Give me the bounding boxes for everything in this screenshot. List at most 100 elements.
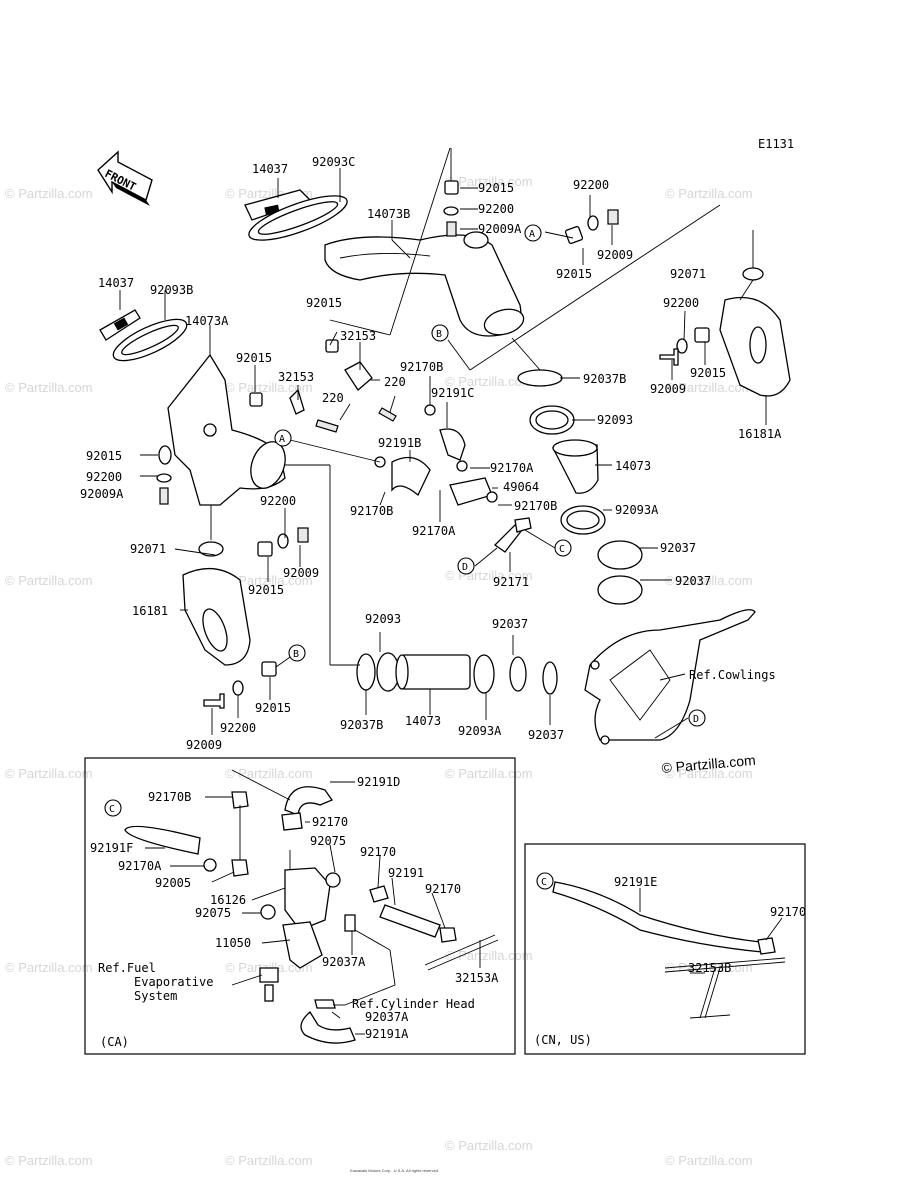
part-label: 220 xyxy=(322,391,344,405)
callout-b-marker: B xyxy=(288,644,306,662)
part-label: 92170B xyxy=(400,360,443,374)
callout-c-marker: C xyxy=(554,539,572,557)
callout-a: A xyxy=(529,229,535,240)
part-label: 92015 xyxy=(248,583,284,597)
part-label: 92093 xyxy=(365,612,401,626)
part-label: 92037 xyxy=(660,541,696,555)
part-label: 14073A xyxy=(185,314,229,328)
part-label: 14037 xyxy=(98,276,134,290)
boot-part-92093a-b xyxy=(473,654,495,694)
part-label: 92191 xyxy=(388,866,424,880)
part-label: 92037A xyxy=(365,1010,409,1024)
bolt-part xyxy=(444,180,459,195)
watermark-text: © Partzilla.com xyxy=(445,948,533,963)
part-label: 92093A xyxy=(458,724,502,738)
part-label: 92170A xyxy=(490,461,534,475)
part-labels: 14037 92093C 14073B 92015 92200 92009A 9… xyxy=(80,155,782,752)
callout-a: A xyxy=(279,434,285,445)
part-label: 92009A xyxy=(80,487,124,501)
hose-part-92191b xyxy=(391,456,431,497)
part-label: 92191E xyxy=(614,875,657,889)
watermark-text: © Partzilla.com xyxy=(445,766,533,781)
watermark-text: © Partzilla.com xyxy=(225,1153,313,1168)
callout-c: C xyxy=(541,877,547,888)
inset-us-label: (CN, US) xyxy=(534,1033,592,1047)
part-label: 92170B xyxy=(350,504,393,518)
clamp-part-92037-b xyxy=(597,575,643,605)
part-label: 92015 xyxy=(556,267,592,281)
part-label: 92037 xyxy=(528,728,564,742)
part-label: 92015 xyxy=(478,181,514,195)
part-label: 32153 xyxy=(278,370,314,384)
part-label: 92170 xyxy=(360,845,396,859)
watermark-text: © Partzilla.com xyxy=(5,766,93,781)
part-label: 92170 xyxy=(425,882,461,896)
watermark-text: © Partzilla.com xyxy=(665,186,753,201)
cowling-bracket-part xyxy=(584,609,756,741)
watermark-text: © Partzilla.com xyxy=(665,766,753,781)
watermark-text: © Partzilla.com xyxy=(665,960,753,975)
part-label: 92200 xyxy=(220,721,256,735)
watermark-text: © Partzilla.com xyxy=(665,380,753,395)
part-label: 92037 xyxy=(675,574,711,588)
watermark-text: © Partzilla.com xyxy=(665,1153,753,1168)
part-label: 16126 xyxy=(210,893,246,907)
part-label: 92093B xyxy=(150,283,193,297)
ref-cowlings: Ref.Cowlings xyxy=(689,668,776,682)
clamp-part-92037b-b xyxy=(356,653,376,691)
callout-d-marker: D xyxy=(457,557,475,575)
part-label: 14073 xyxy=(405,714,441,728)
part-label: 92200 xyxy=(86,470,122,484)
part-label: 92170 xyxy=(312,815,348,829)
part-label: 92009 xyxy=(650,382,686,396)
ref-fuel-line2: Evaporative xyxy=(134,975,213,989)
valve-part-49064 xyxy=(449,477,493,506)
callout-c: C xyxy=(559,544,565,555)
grommet-part xyxy=(742,267,764,281)
hose-part-92191c xyxy=(439,428,466,461)
ref-fuel-line1: Ref.Fuel xyxy=(98,961,156,975)
part-label: 92170A xyxy=(412,524,456,538)
inset-ca-label: (CA) xyxy=(100,1035,129,1049)
part-label: 92015 xyxy=(236,351,272,365)
watermark-text: © Partzilla.com xyxy=(5,960,93,975)
part-label: 92171 xyxy=(493,575,529,589)
part-label: 14037 xyxy=(252,162,288,176)
part-label: 16181A xyxy=(738,427,782,441)
part-label: 92015 xyxy=(86,449,122,463)
watermark-text: © Partzilla.com xyxy=(445,374,533,389)
inset-ca: (CA) xyxy=(84,757,516,1055)
hose-part-92191 xyxy=(379,904,441,938)
part-label: 92200 xyxy=(260,494,296,508)
watermark-text: © Partzilla.com xyxy=(5,186,93,201)
duct-part-14073 xyxy=(551,444,599,494)
watermark-text: © Partzilla.com xyxy=(5,380,93,395)
inset-us-frame xyxy=(524,843,806,1055)
part-label: 220 xyxy=(384,375,406,389)
duct-part-14073-b xyxy=(399,654,471,690)
callout-a-marker: A xyxy=(524,224,542,242)
part-label: 92170B xyxy=(148,790,191,804)
hose-part-92191d xyxy=(284,786,333,816)
part-label: 92037B xyxy=(340,718,383,732)
clamp-part-92037b xyxy=(517,369,563,387)
part-label: 92200 xyxy=(573,178,609,192)
part-label: 92191A xyxy=(365,1027,409,1041)
bracket-part-11050 xyxy=(282,921,323,969)
callout-b-marker: B xyxy=(431,324,449,342)
part-label: 92075 xyxy=(310,834,346,848)
part-label: 92009 xyxy=(283,566,319,580)
part-label: 32153B xyxy=(688,961,731,975)
callout-c: C xyxy=(109,804,115,815)
parts-graphics xyxy=(99,180,791,745)
callout-d-marker: D xyxy=(688,709,706,727)
callout-markers: A B A C D B D C C xyxy=(104,224,706,890)
part-label: 92015 xyxy=(690,366,726,380)
part-label: 92170 xyxy=(770,905,806,919)
part-label: 92093A xyxy=(615,503,659,517)
part-label: 92037B xyxy=(583,372,626,386)
diagram-code: E1131 xyxy=(758,137,794,151)
part-label: 92093C xyxy=(312,155,355,169)
part-label: 92200 xyxy=(663,296,699,310)
callout-a-marker: A xyxy=(274,429,292,447)
